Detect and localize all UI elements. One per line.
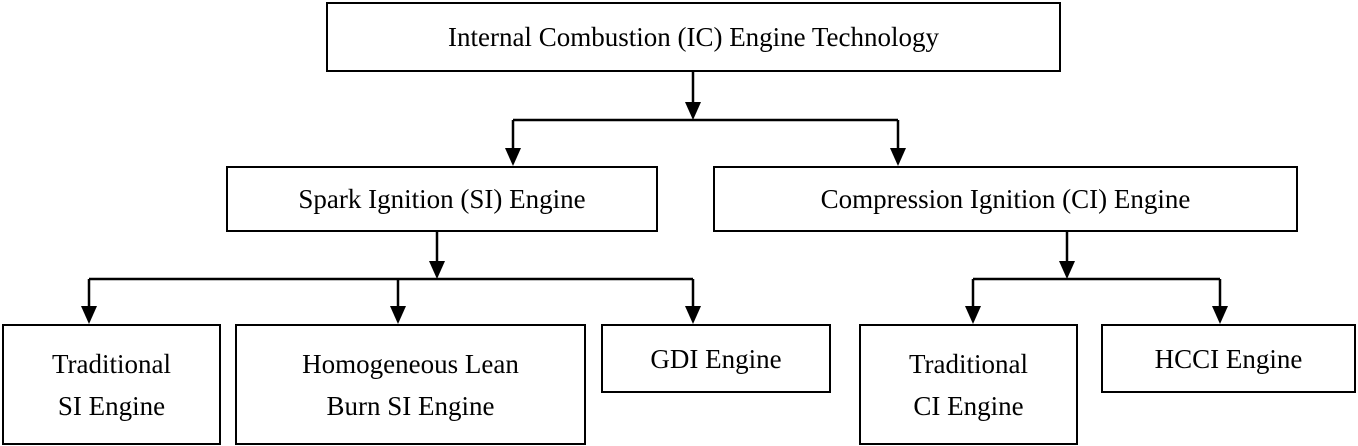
arrowhead-root-down xyxy=(685,102,701,120)
hcci-engine-node-box: HCCI Engine xyxy=(1101,324,1356,393)
arrowhead-to-si xyxy=(505,148,521,166)
label-line-1: Traditional xyxy=(908,348,1028,379)
root-node-label: Internal Combustion (IC) Engine Technolo… xyxy=(447,22,940,52)
label-line-2: CI Engine xyxy=(913,390,1024,421)
root-node-box: Internal Combustion (IC) Engine Technolo… xyxy=(326,2,1061,72)
arrowhead-to-traditional-si xyxy=(81,306,97,324)
arrowhead-ci-down xyxy=(1059,261,1075,279)
arrowhead-to-ci xyxy=(890,148,906,166)
hcci-engine-label: HCCI Engine xyxy=(1154,343,1303,374)
traditional-si-engine-label: Traditional SI Engine xyxy=(52,343,171,427)
traditional-ci-engine-label: Traditional CI Engine xyxy=(909,343,1028,427)
spark-ignition-node-label: Spark Ignition (SI) Engine xyxy=(298,184,586,214)
homogeneous-lean-burn-label: Homogeneous Lean Burn SI Engine xyxy=(302,343,519,427)
arrowhead-to-homogeneous-lean xyxy=(390,306,406,324)
label-line-2: Burn SI Engine xyxy=(326,390,495,421)
compression-ignition-node-box: Compression Ignition (CI) Engine xyxy=(713,166,1298,232)
arrowhead-to-hcci xyxy=(1212,306,1228,324)
gdi-engine-label: GDI Engine xyxy=(650,343,782,374)
traditional-si-engine-node-box: Traditional SI Engine xyxy=(2,324,221,445)
label-line-2: SI Engine xyxy=(57,390,166,421)
homogeneous-lean-burn-node-box: Homogeneous Lean Burn SI Engine xyxy=(235,324,586,445)
arrowhead-si-down xyxy=(429,261,445,279)
label-line-1: Homogeneous Lean xyxy=(302,348,519,379)
gdi-engine-node-box: GDI Engine xyxy=(601,324,831,393)
compression-ignition-node-label: Compression Ignition (CI) Engine xyxy=(820,184,1191,214)
traditional-ci-engine-node-box: Traditional CI Engine xyxy=(859,324,1078,445)
arrowhead-to-gdi xyxy=(685,306,701,324)
arrowhead-to-traditional-ci xyxy=(965,306,981,324)
spark-ignition-node-box: Spark Ignition (SI) Engine xyxy=(226,166,658,232)
label-line-1: Traditional xyxy=(51,348,171,379)
